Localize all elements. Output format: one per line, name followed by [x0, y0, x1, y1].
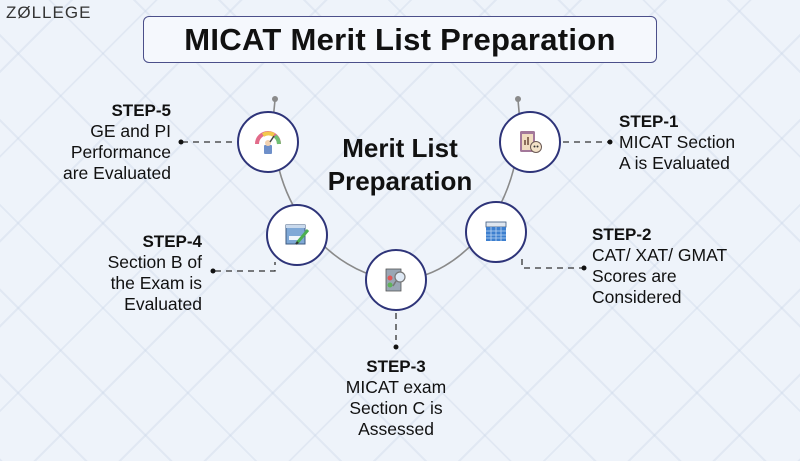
score-table-icon [485, 221, 507, 241]
step-2-text: STEP-2 CAT/ XAT/ GMAT Scores are Conside… [592, 224, 727, 308]
step-5-line: Performance [70, 142, 171, 162]
step-4-line: the Exam is [110, 273, 202, 293]
step-1-label: STEP-1 [619, 112, 679, 131]
step-2-node [465, 201, 527, 263]
step-3-node [365, 249, 427, 311]
step-3-text: STEP-3 MICAT exam Section C is Assessed [316, 356, 476, 440]
clipboard-report-icon [520, 131, 542, 153]
step-4-line: Section B of [107, 252, 202, 272]
step-2-line: Scores are [592, 266, 677, 286]
step-1-line: A is Evaluated [619, 153, 730, 173]
checklist-magnifier-icon [385, 268, 406, 292]
step-4-text: STEP-4 Section B of the Exam is Evaluate… [108, 231, 202, 315]
step-2-label: STEP-2 [592, 225, 652, 244]
step-3-line: Assessed [358, 419, 434, 439]
center-title-line-2: Preparation [327, 166, 473, 196]
step-5-text: STEP-5 GE and PI Performance are Evaluat… [63, 100, 171, 184]
step-4-node [266, 204, 328, 266]
step-1-node [499, 111, 561, 173]
brand-logo: ZØLLEGE [6, 3, 92, 22]
title-banner: MICAT Merit List Preparation [143, 16, 657, 63]
step-2-line: Considered [592, 287, 682, 307]
exam-paper-pencil-icon [285, 224, 310, 245]
step-3-label: STEP-3 [366, 357, 426, 376]
step-3-line: Section C is [349, 398, 443, 418]
page-title: MICAT Merit List Preparation [184, 21, 616, 57]
step-2-line: CAT/ XAT/ GMAT [592, 245, 728, 265]
step-5-label: STEP-5 [111, 101, 171, 120]
center-title: Merit List Preparation [310, 132, 490, 198]
step-5-node [237, 111, 299, 173]
step-1-text: STEP-1 MICAT Section A is Evaluated [619, 111, 735, 174]
performance-gauge-icon [255, 131, 281, 154]
step-3-line: MICAT exam [345, 377, 447, 397]
step-4-label: STEP-4 [142, 232, 202, 251]
center-title-line-1: Merit List [342, 133, 458, 163]
step-4-line: Evaluated [124, 294, 202, 314]
step-5-line: GE and PI [90, 121, 171, 141]
step-1-line: MICAT Section [619, 132, 736, 152]
step-5-line: are Evaluated [63, 163, 171, 183]
